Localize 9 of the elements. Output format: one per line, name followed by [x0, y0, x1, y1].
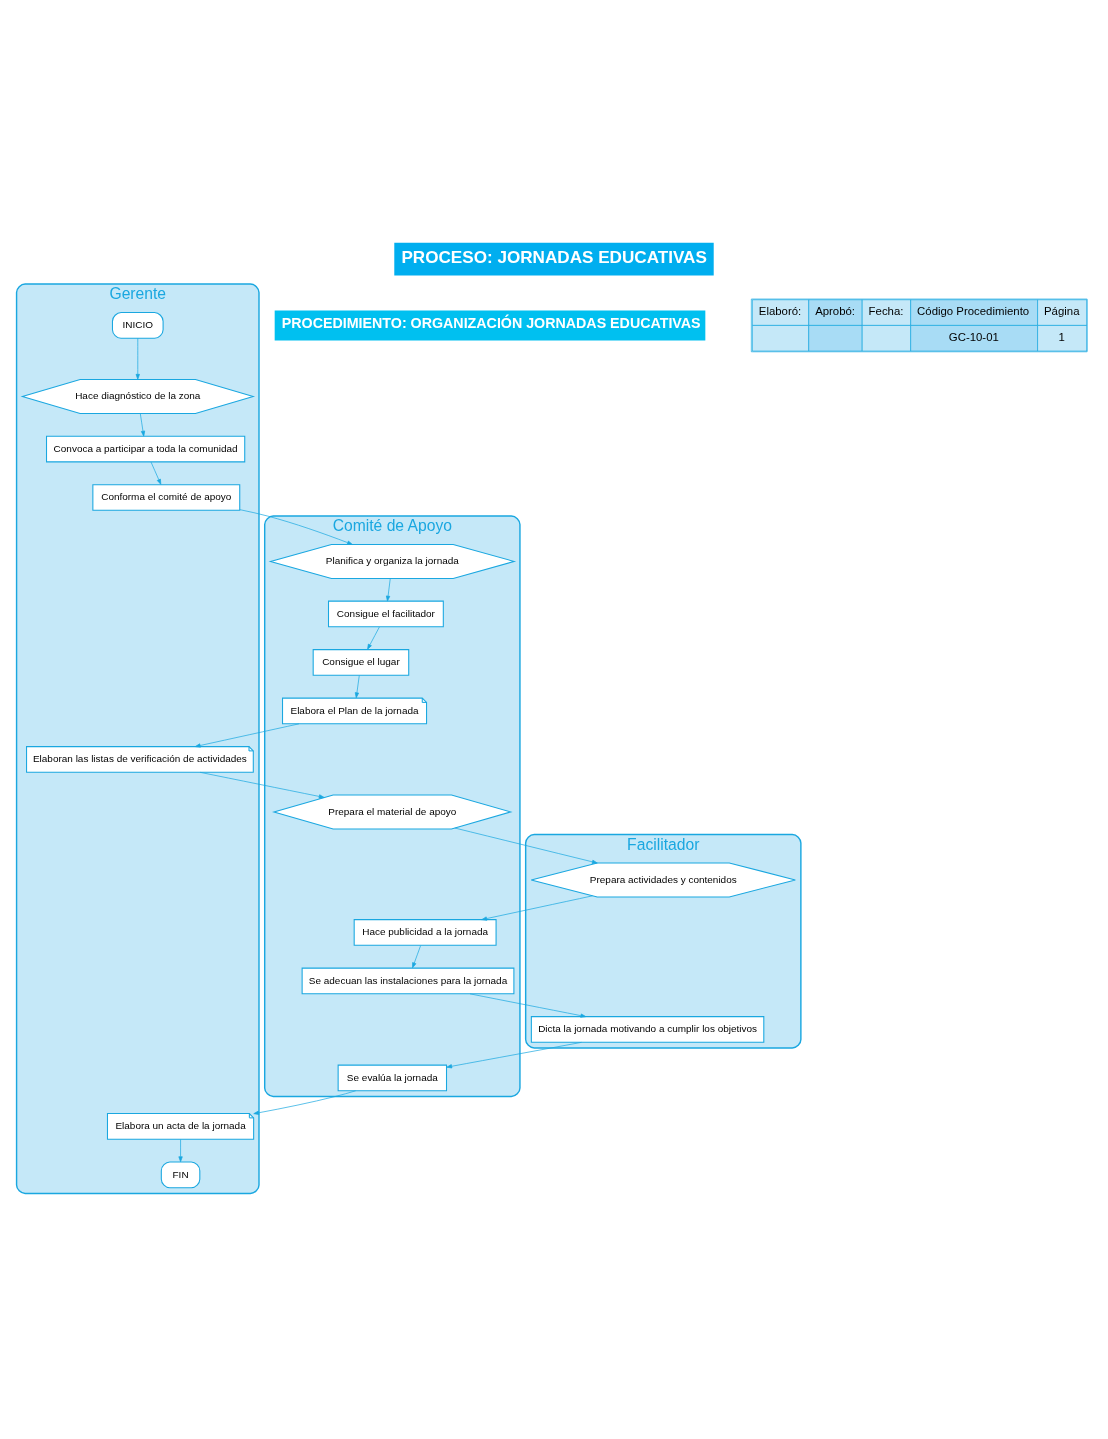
label: Página — [1044, 305, 1080, 318]
label: Elaboró: — [758, 305, 802, 318]
label: PROCEDIMIENTO: ORGANIZACIÓN JORNADAS EDUCATIVAS — [281, 315, 701, 332]
label: Aprobó: — [815, 305, 856, 318]
label: GC-10-01 — [948, 330, 999, 343]
label: Fecha: — [868, 305, 904, 318]
label: 1 — [1058, 330, 1065, 343]
diagram-title: PROCESO: JORNADAS EDUCATIVAS — [401, 247, 707, 267]
label: Código Procedimiento — [917, 305, 1030, 318]
